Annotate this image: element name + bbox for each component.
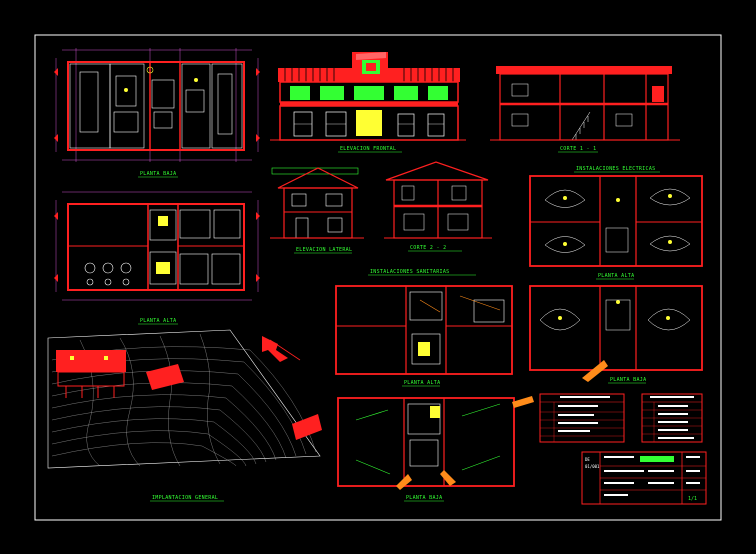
view-corte-1: CORTE 1 - 1 [490, 66, 680, 153]
title-block-code-bottom: 01/001 [585, 464, 600, 469]
label-corte-2: CORTE 2 - 2 [410, 245, 446, 251]
view-planta-baja-san: PLANTA BAJA [337, 396, 534, 502]
view-inst-sanitarias: INSTALACIONES SANITARIAS PLANTA ALTA [335, 269, 513, 387]
title-block-code-top: DE [585, 457, 590, 462]
label-elevacion-frontal: ELEVACION FRONTAL [340, 146, 396, 152]
legend-table-left [539, 393, 625, 443]
label-implantacion: IMPLANTACION GENERAL [152, 495, 218, 501]
label-planta-alta-elec: PLANTA ALTA [598, 273, 634, 279]
label-planta-alta-san: PLANTA ALTA [404, 380, 440, 386]
view-inst-electricas: INSTALACIONES ELECTRICAS PLANTA ALTA [529, 166, 703, 280]
label-inst-electricas: INSTALACIONES ELECTRICAS [576, 166, 655, 172]
view-planta-alta-top: PLANTA ALTA [54, 191, 260, 325]
title-block-sheet-number: 1/1 [688, 496, 697, 502]
view-planta-baja-elec: PLANTA BAJA [529, 285, 703, 384]
view-corte-2: CORTE 2 - 2 [384, 161, 492, 252]
view-implantacion: IMPLANTACION GENERAL [47, 329, 322, 502]
title-block: DE 01/001 1/1 [581, 451, 707, 505]
legend-table-right [641, 393, 703, 443]
label-planta-baja-elec: PLANTA BAJA [610, 377, 646, 383]
label-corte-1: CORTE 1 - 1 [560, 146, 596, 152]
view-elevacion-lateral: ELEVACION LATERAL [270, 167, 364, 254]
label-planta-baja-san: PLANTA BAJA [406, 495, 442, 501]
label-planta-baja-top: PLANTA BAJA [140, 171, 176, 177]
label-inst-sanitarias: INSTALACIONES SANITARIAS [370, 269, 449, 275]
view-elevacion-frontal: ELEVACION FRONTAL [270, 52, 466, 153]
sheet-frame [34, 34, 722, 521]
label-elevacion-lateral: ELEVACION LATERAL [296, 247, 352, 253]
view-planta-baja-top: PLANTA BAJA [54, 48, 260, 178]
label-planta-alta-top: PLANTA ALTA [140, 318, 176, 324]
